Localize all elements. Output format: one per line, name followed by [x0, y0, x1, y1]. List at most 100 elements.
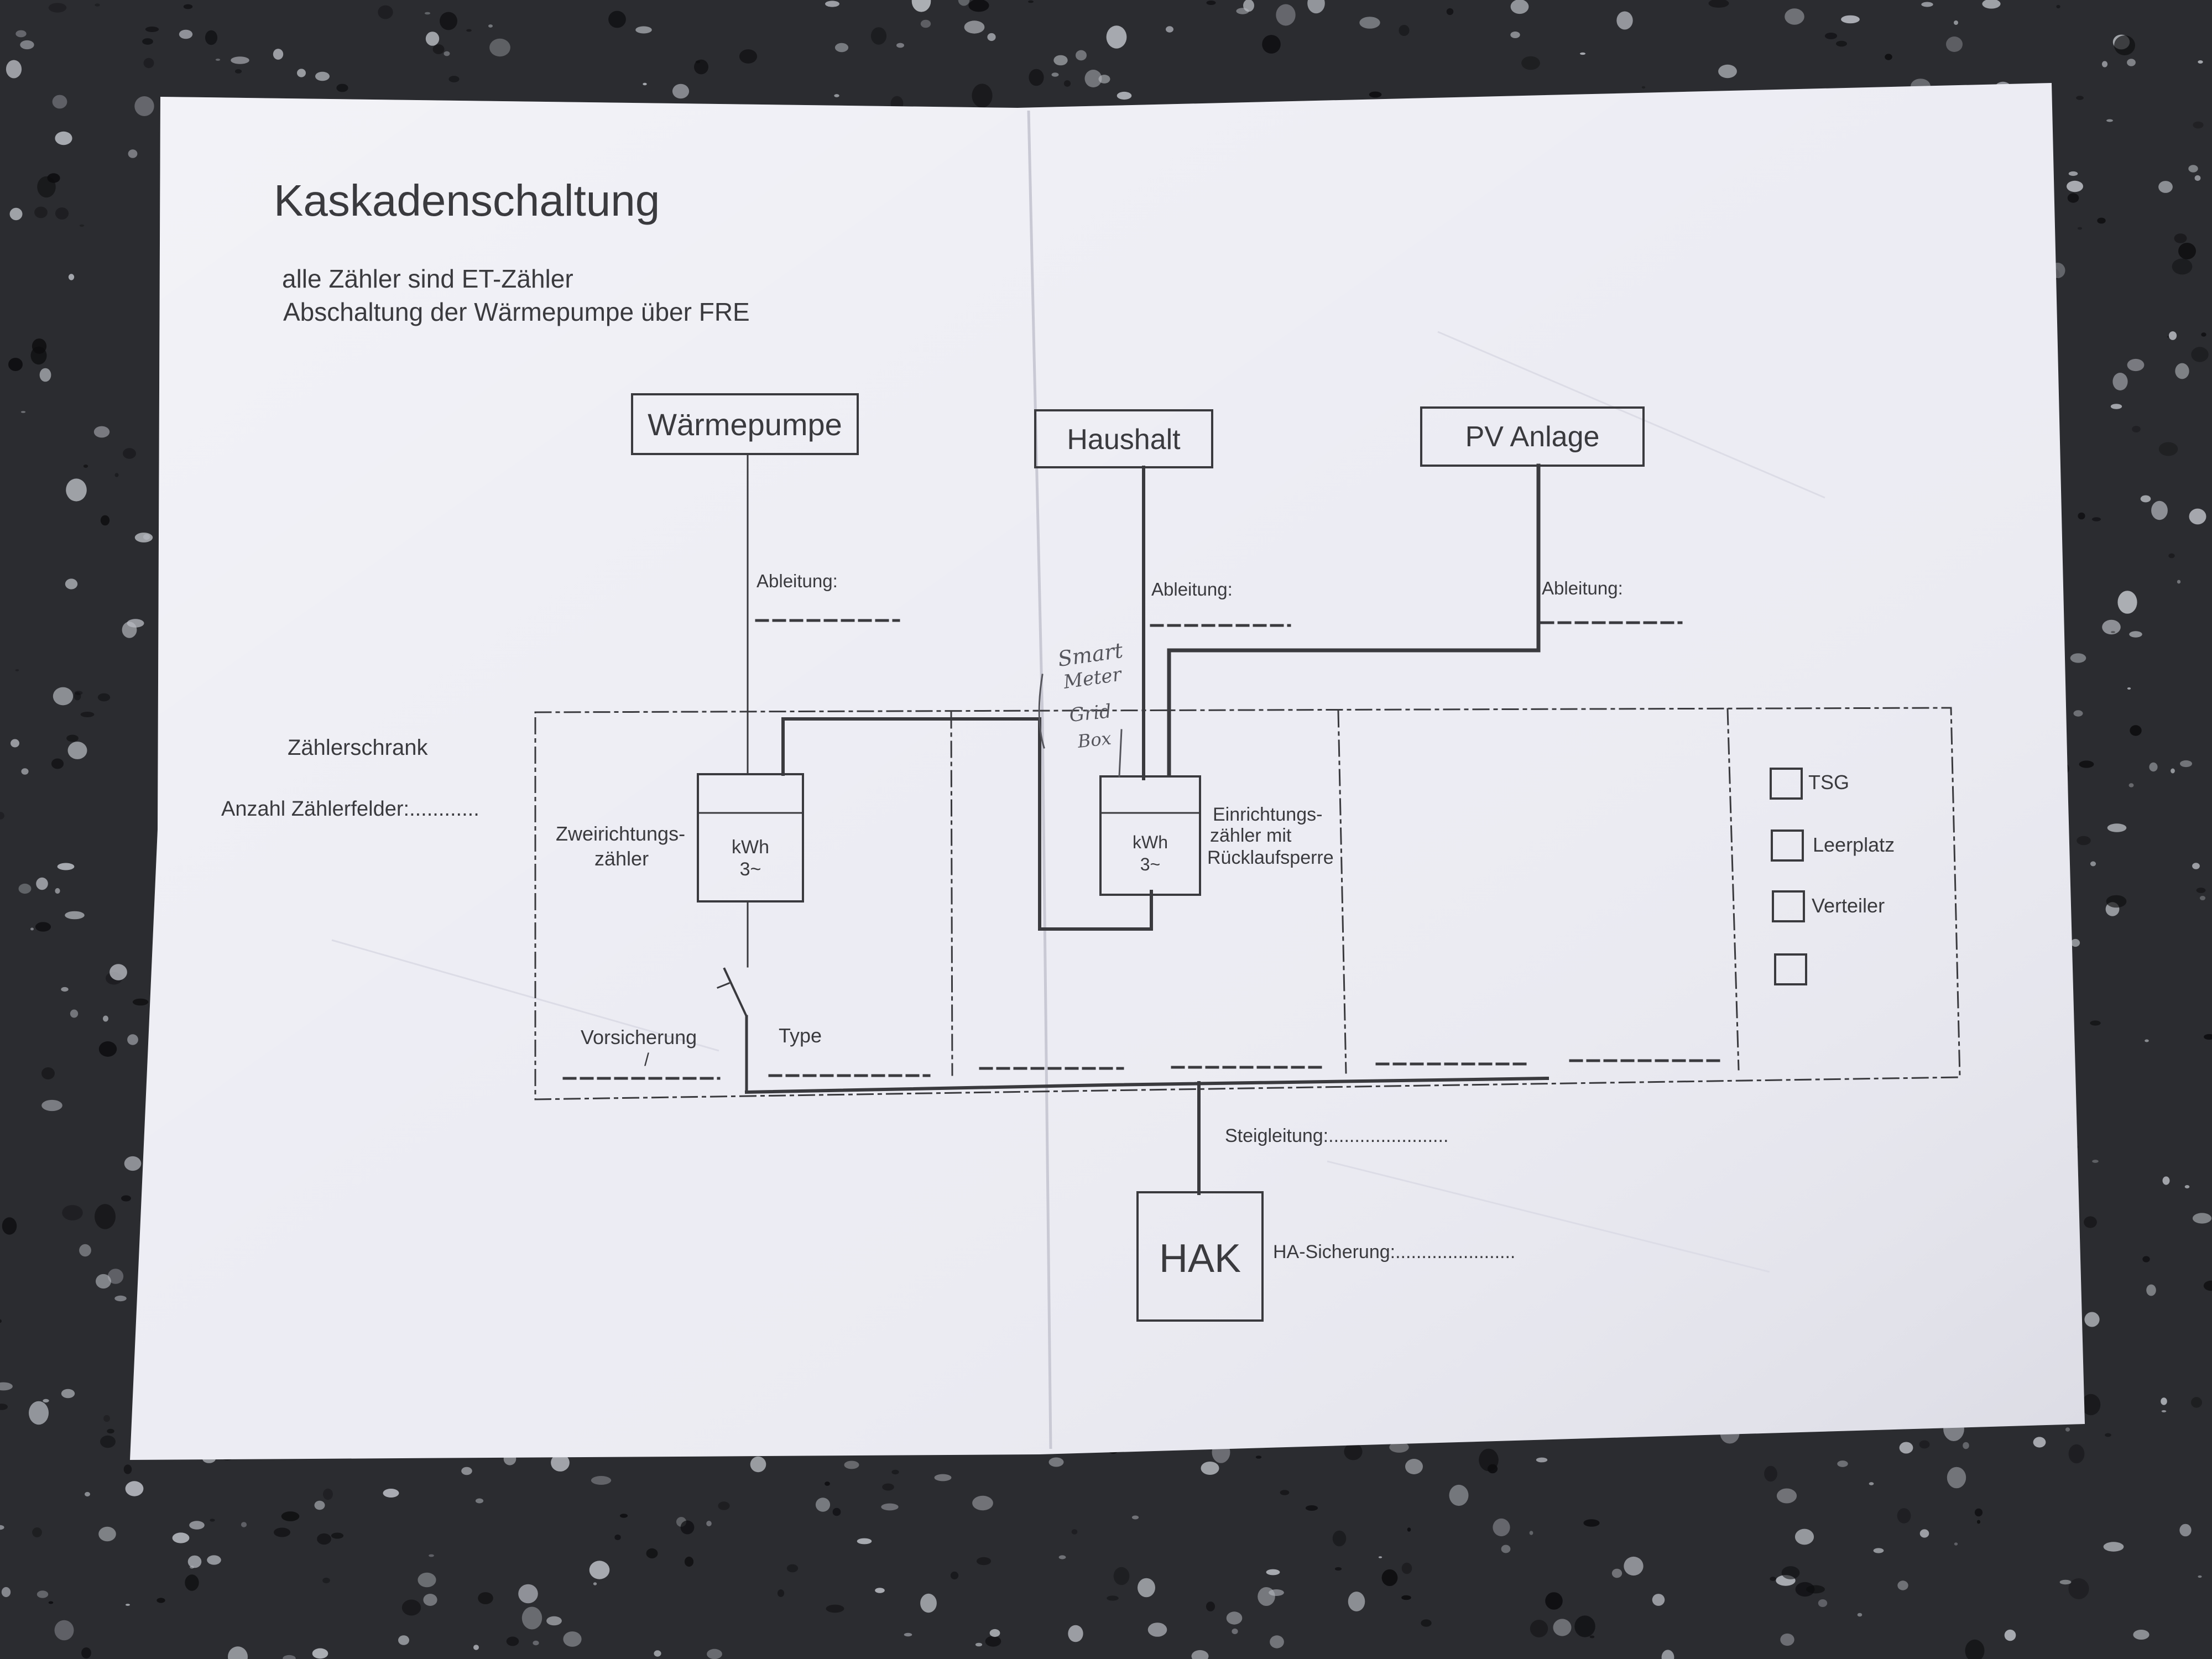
- granite-speck: [2056, 4, 2060, 9]
- granite-speck: [1536, 1457, 1548, 1463]
- granite-speck: [2168, 553, 2175, 559]
- granite-speck: [323, 1488, 333, 1500]
- granite-speck: [74, 692, 81, 701]
- einrichtungszaehler-label-3: Rücklaufsperre: [1207, 847, 1334, 868]
- granite-speck: [2129, 631, 2142, 638]
- granite-speck: [825, 1481, 830, 1486]
- granite-speck: [614, 1534, 621, 1541]
- granite-speck: [432, 44, 445, 54]
- granite-speck: [589, 1561, 610, 1579]
- granite-speck: [972, 84, 993, 108]
- granite-speck: [1107, 1595, 1119, 1601]
- granite-speck: [2103, 1542, 2124, 1552]
- granite-speck: [1307, 0, 1325, 14]
- granite-speck: [635, 26, 652, 34]
- granite-speck: [83, 465, 88, 468]
- granite-speck: [488, 24, 493, 28]
- granite-speck: [1191, 1650, 1209, 1659]
- checkbox-leerplatz[interactable]: [1771, 830, 1804, 862]
- granite-speck: [2161, 1397, 2167, 1405]
- granite-speck: [207, 1555, 221, 1565]
- granite-speck: [680, 1520, 695, 1535]
- granite-speck: [1106, 25, 1127, 49]
- granite-speck: [107, 1269, 124, 1284]
- granite-speck: [398, 1635, 409, 1645]
- granite-speck: [875, 1588, 885, 1593]
- checkbox-verteiler[interactable]: [1772, 890, 1805, 922]
- granite-speck: [96, 1274, 111, 1289]
- granite-speck: [234, 69, 242, 74]
- granite-speck: [2128, 783, 2134, 787]
- granite-speck: [68, 274, 75, 280]
- granite-speck: [958, 0, 970, 6]
- checkbox-blank[interactable]: [1774, 953, 1807, 985]
- switch-mark: [717, 982, 730, 989]
- ableitung-label-haushalt: Ableitung:: [1151, 579, 1233, 599]
- paper-shading: [130, 83, 2085, 1460]
- granite-speck: [654, 1650, 661, 1657]
- granite-speck: [62, 1205, 83, 1220]
- granite-speck: [950, 1571, 959, 1580]
- granite-speck: [2151, 500, 2168, 520]
- granite-speck: [331, 1532, 344, 1539]
- granite-speck: [185, 1574, 199, 1591]
- granite-speck: [66, 734, 79, 742]
- granite-speck: [1117, 91, 1132, 100]
- granite-speck: [643, 82, 647, 86]
- granite-speck: [8, 358, 23, 371]
- granite-speck: [2175, 363, 2189, 379]
- granite-speck: [1344, 1443, 1363, 1460]
- granite-speck: [672, 84, 690, 99]
- granite-speck: [1029, 69, 1044, 86]
- granite-speck: [2192, 863, 2200, 869]
- granite-speck: [461, 1467, 472, 1475]
- granite-speck: [74, 691, 83, 695]
- granite-speck: [1389, 1442, 1409, 1453]
- granite-speck: [1262, 35, 1281, 54]
- zweirichtungszaehler-label-1: Zweirichtungs-: [556, 822, 685, 845]
- granite-speck: [1963, 1442, 1969, 1449]
- granite-speck: [205, 30, 218, 45]
- handwritten-note-4: Box: [1076, 728, 1112, 752]
- granite-speck: [2132, 426, 2141, 432]
- granite-speck: [2, 1217, 17, 1235]
- granite-speck: [273, 49, 284, 60]
- granite-speck: [786, 1564, 799, 1573]
- granite-speck: [563, 1631, 582, 1647]
- granite-speck: [156, 1598, 165, 1603]
- granite-speck: [125, 1481, 144, 1496]
- granite-speck: [551, 1454, 570, 1472]
- granite-speck: [2114, 35, 2135, 55]
- granite-speck: [107, 1428, 114, 1434]
- granite-speck: [593, 1582, 597, 1585]
- granite-speck: [608, 11, 626, 28]
- granite-speck: [322, 1577, 330, 1584]
- granite-speck: [904, 1632, 912, 1637]
- granite-speck: [2106, 895, 2127, 908]
- note-line-1: alle Zähler sind ET-Zähler: [282, 264, 573, 293]
- granite-speck: [2079, 760, 2094, 768]
- granite-speck: [210, 1519, 215, 1522]
- granite-speck: [881, 1503, 899, 1511]
- granite-speck: [1493, 1518, 1510, 1537]
- granite-speck: [882, 1483, 894, 1491]
- granite-speck: [9, 207, 23, 221]
- ableitung-label-waermepumpe: Ableitung:: [757, 571, 838, 591]
- checkbox-tsg[interactable]: [1770, 768, 1803, 800]
- granite-speck: [1885, 54, 1892, 60]
- granite-speck: [2177, 580, 2181, 584]
- granite-speck: [1359, 17, 1380, 29]
- granite-speck: [100, 515, 110, 526]
- granite-speck: [55, 131, 72, 145]
- granite-speck: [383, 1489, 399, 1498]
- granite-speck: [1058, 1555, 1066, 1559]
- granite-speck: [1270, 1635, 1284, 1648]
- granite-speck: [1529, 1531, 1533, 1535]
- granite-speck: [425, 32, 440, 46]
- granite-speck: [1624, 1556, 1644, 1576]
- granite-speck: [1449, 1484, 1469, 1506]
- granite-speck: [2111, 631, 2115, 633]
- granite-speck: [2191, 1397, 2202, 1408]
- granite-speck: [1381, 1569, 1398, 1587]
- paper-fold: [1027, 110, 1052, 1449]
